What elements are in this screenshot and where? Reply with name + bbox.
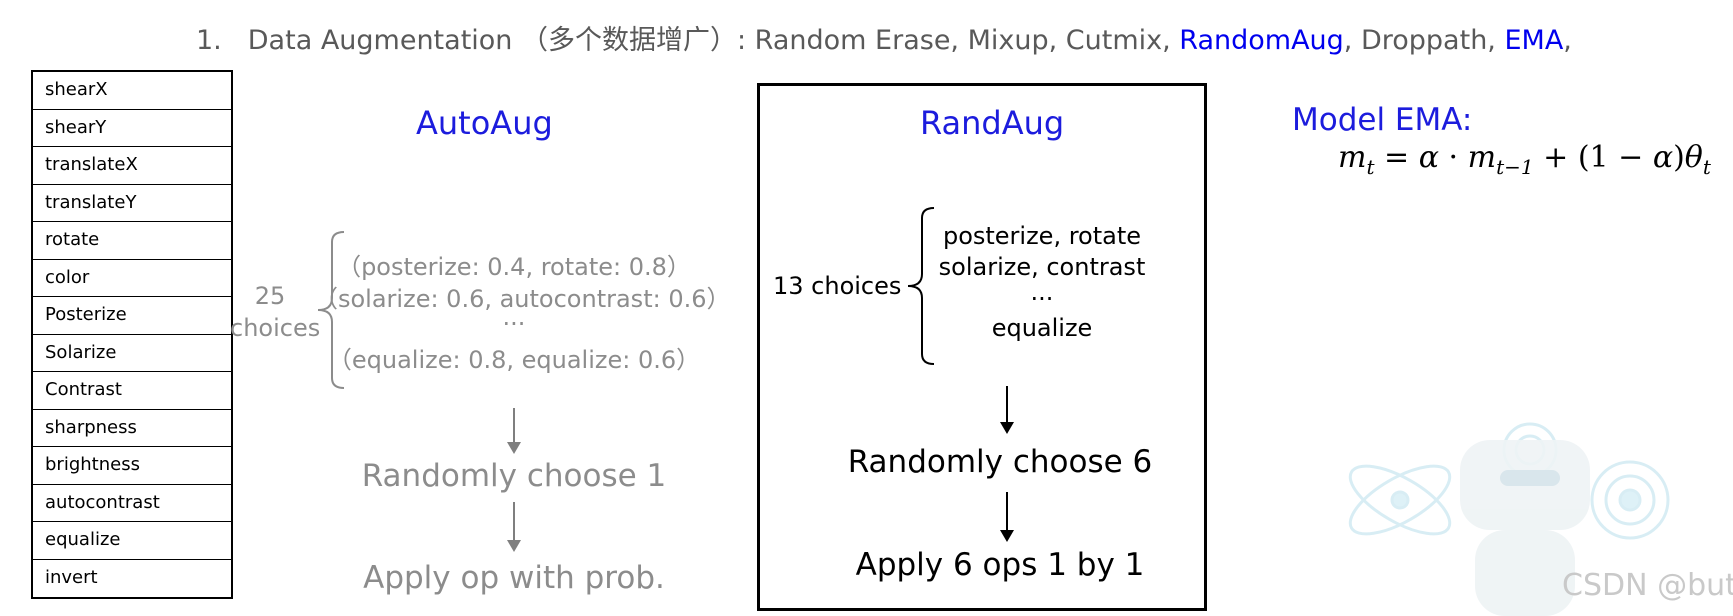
autoaug-count: 25 choices — [230, 280, 321, 344]
heading-separator: , Droppath, — [1343, 25, 1505, 56]
randaug-title: RandAug — [920, 104, 1065, 142]
randaug-box — [757, 83, 1207, 611]
ops-row: translateY — [33, 185, 231, 222]
autoaug-arrow-2 — [507, 502, 521, 552]
randaug-choice: equalize — [991, 314, 1093, 342]
autoaug-choice: （equalize: 0.8, equalize: 0.6） — [327, 346, 701, 374]
ema-formula: mt = α · mt−1 + (1 − α)θt — [1338, 140, 1711, 179]
section-heading: 1. Data Augmentation （多个数据增广）: Random Era… — [196, 18, 1572, 57]
randaug-count: 13 choices — [773, 272, 902, 300]
heading-suffix: , — [1563, 25, 1572, 56]
autoaug-title: AutoAug — [416, 104, 553, 142]
randaug-arrow-1 — [1000, 386, 1014, 434]
ops-row: shearX — [33, 72, 231, 110]
autoaug-count-label: choices — [230, 314, 321, 342]
autoaug-brace — [317, 231, 345, 389]
ops-row: invert — [45, 566, 98, 588]
randaug-arrow-2 — [1000, 492, 1014, 542]
ops-row: Contrast — [33, 372, 231, 410]
heading-prefix: Data Augmentation （多个数据增广）: Random Erase… — [247, 25, 1180, 56]
autoaug-step-choose: Randomly choose 1 — [361, 458, 667, 494]
ops-row: color — [33, 260, 231, 297]
randaug-choice: solarize, contrast — [938, 253, 1146, 281]
ops-row: autocontrast — [33, 485, 231, 522]
ops-row: Solarize — [33, 335, 231, 372]
ops-row: translateX — [33, 147, 231, 185]
csdn-watermark: CSDN @but — [1562, 568, 1733, 603]
autoaug-choice: （solarize: 0.6, autocontrast: 0.6） — [314, 285, 731, 313]
ops-table: shearX shearY translateX translateY rota… — [31, 70, 233, 599]
randaug-choice: ... — [1030, 278, 1054, 306]
ops-row: shearY — [33, 110, 231, 147]
randaug-brace — [907, 207, 935, 365]
heading-randomaug: RandomAug — [1179, 25, 1344, 56]
randaug-choice: posterize, rotate — [942, 222, 1142, 250]
ops-row: rotate — [33, 222, 231, 260]
randaug-step-choose: Randomly choose 6 — [847, 444, 1153, 480]
autoaug-choice: ... — [502, 303, 526, 331]
ema-title: Model EMA: — [1292, 102, 1473, 138]
ops-row: sharpness — [33, 410, 231, 447]
ops-row: equalize — [33, 522, 231, 560]
autoaug-choice: （posterize: 0.4, rotate: 0.8） — [337, 253, 691, 281]
autoaug-step-apply: Apply op with prob. — [363, 560, 665, 596]
heading-number: 1. — [196, 25, 222, 56]
mascot-watermark-icon — [1348, 422, 1670, 616]
autoaug-arrow-1 — [507, 408, 521, 454]
randaug-step-apply: Apply 6 ops 1 by 1 — [855, 547, 1145, 583]
ops-row: Posterize — [33, 297, 231, 335]
autoaug-count-number: 25 — [254, 282, 286, 310]
heading-ema: EMA — [1504, 25, 1564, 56]
ops-row: brightness — [33, 447, 231, 485]
